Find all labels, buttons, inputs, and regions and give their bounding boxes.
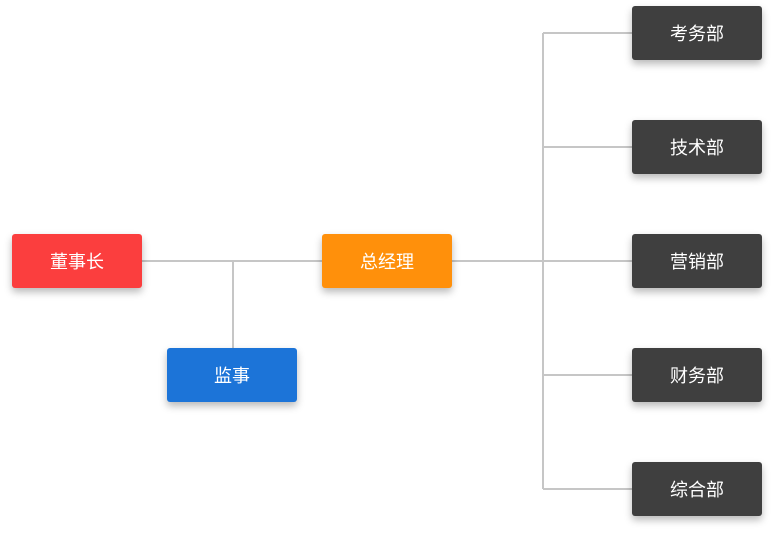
- node-supervisor-label: 监事: [214, 366, 250, 387]
- node-supervisor: 监事: [167, 348, 297, 402]
- node-chairman-label: 董事长: [50, 252, 104, 273]
- node-department: 营销部: [632, 234, 762, 288]
- node-department: 综合部: [632, 462, 762, 516]
- node-general-manager-label: 总经理: [360, 252, 414, 273]
- department-label: 技术部: [670, 138, 724, 159]
- node-chairman: 董事长: [12, 234, 142, 288]
- node-department: 考务部: [632, 6, 762, 60]
- department-label: 综合部: [670, 480, 724, 501]
- department-label: 考务部: [670, 24, 724, 45]
- node-department: 财务部: [632, 348, 762, 402]
- department-label: 营销部: [670, 252, 724, 273]
- node-department: 技术部: [632, 120, 762, 174]
- department-label: 财务部: [670, 366, 724, 387]
- node-general-manager: 总经理: [322, 234, 452, 288]
